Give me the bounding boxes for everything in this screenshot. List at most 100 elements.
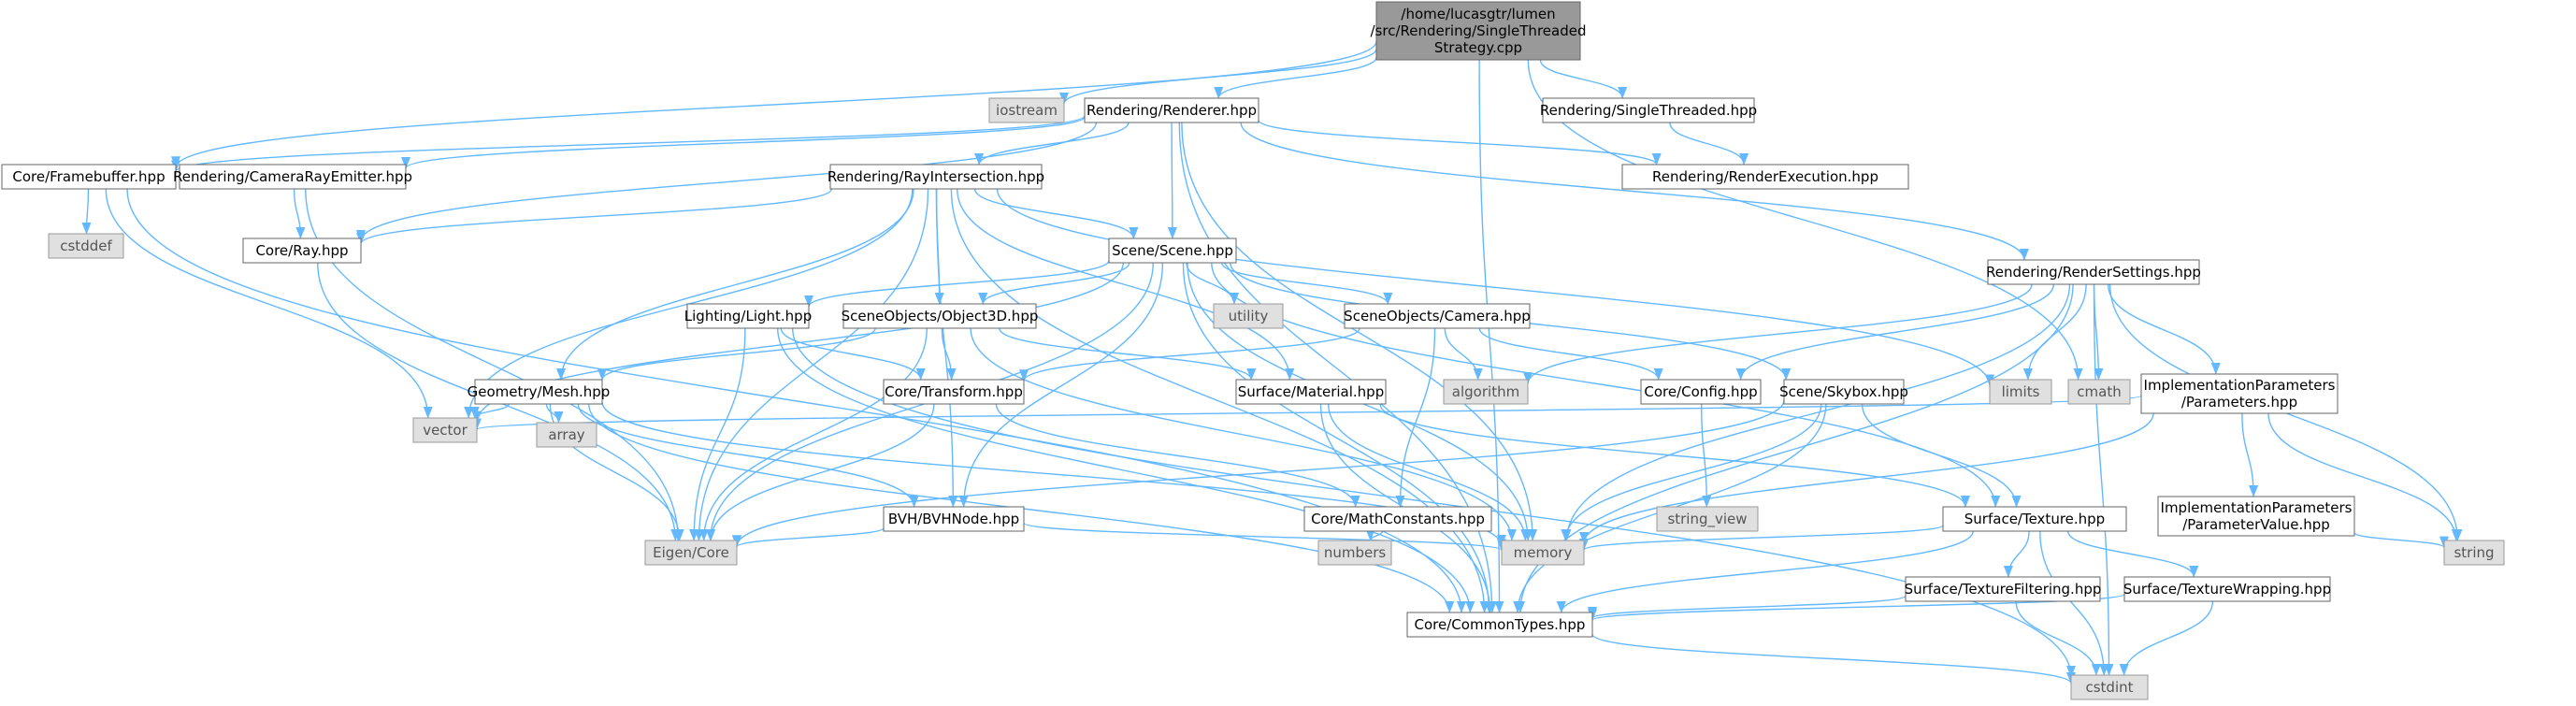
node-label-root-2: Strategy.cpp: [1434, 39, 1522, 56]
edge-rayintersection-to-ray: [356, 188, 833, 245]
edge-light-to-cstdint: [792, 327, 2076, 678]
edge-root-to-singlethreaded: [1539, 59, 1628, 99]
node-label-camera-0: SceneObjects/Camera.hpp: [1344, 308, 1531, 324]
edge-mesh-to-vector: [469, 403, 510, 419]
edge-object3d-to-memory: [970, 327, 1517, 541]
node-eigen: Eigen/Core: [644, 540, 738, 566]
node-renderexecution[interactable]: Rendering/RenderExecution.hpp: [1621, 164, 1909, 190]
node-root[interactable]: /home/lucasgtr/lumen/src/Rendering/Singl…: [1371, 1, 1587, 61]
node-cmath: cmath: [2067, 379, 2131, 405]
edge-object3d-to-mesh: [597, 327, 876, 381]
node-parameters[interactable]: ImplementationParameters/Parameters.hpp: [2140, 373, 2339, 414]
edge-light-to-eigen: [689, 327, 746, 541]
edge-cameraray-to-ray: [293, 188, 306, 239]
node-rendersettings[interactable]: Rendering/RenderSettings.hpp: [1986, 259, 2201, 285]
node-texwrapping[interactable]: Surface/TextureWrapping.hpp: [2123, 576, 2331, 602]
node-rayintersection[interactable]: Rendering/RayIntersection.hpp: [827, 164, 1044, 190]
edge-camera-to-algorithm: [1444, 327, 1483, 381]
node-box-vector: [412, 417, 478, 443]
node-label-singlethreaded-0: Rendering/SingleThreaded.hpp: [1540, 102, 1757, 119]
edge-root-to-renderer: [1214, 56, 1377, 99]
edge-framebuffer-to-cstddef: [81, 188, 92, 235]
node-box-config: [1640, 379, 1762, 405]
node-label-commontypes-0: Core/CommonTypes.hpp: [1415, 616, 1586, 633]
node-label-scene-0: Scene/Scene.hpp: [1112, 242, 1233, 259]
edge-rendersettings-to-parameters: [2107, 283, 2221, 375]
node-box-limits: [1989, 379, 2052, 405]
node-label-array-0: array: [548, 426, 584, 443]
edge-root-to-framebuffer: [171, 41, 1377, 168]
node-light[interactable]: Lighting/Light.hpp: [684, 303, 812, 329]
node-config[interactable]: Core/Config.hpp: [1640, 379, 1762, 405]
node-mesh[interactable]: Geometry/Mesh.hpp: [468, 379, 611, 405]
edge-object3d-to-material: [999, 327, 1257, 381]
node-box-mesh: [474, 379, 603, 405]
node-box-camera: [1344, 303, 1531, 329]
node-renderer[interactable]: Rendering/Renderer.hpp: [1084, 97, 1259, 123]
node-transform[interactable]: Core/Transform.hpp: [883, 379, 1025, 405]
node-label-root-0: /home/lucasgtr/lumen: [1401, 6, 1555, 22]
node-string_view: string_view: [1656, 506, 1759, 532]
edge-skybox-to-texture: [1861, 403, 2022, 508]
node-label-bvhnode-0: BVH/BVHNode.hpp: [888, 511, 1019, 527]
node-cameraray[interactable]: Rendering/CameraRayEmitter.hpp: [173, 164, 412, 190]
node-box-cstddef: [48, 233, 124, 259]
node-ray[interactable]: Core/Ray.hpp: [242, 238, 362, 264]
node-scene[interactable]: Scene/Scene.hpp: [1108, 238, 1237, 264]
edge-bvhnode-to-memory: [1023, 522, 1506, 552]
node-texfiltering[interactable]: Surface/TextureFiltering.hpp: [1905, 576, 2102, 602]
node-camera[interactable]: SceneObjects/Camera.hpp: [1344, 303, 1531, 329]
edge-texfiltering-to-commontypes: [1588, 595, 1907, 619]
node-box-object3d: [842, 303, 1037, 329]
node-texture[interactable]: Surface/Texture.hpp: [1942, 506, 2127, 532]
node-parametervalue[interactable]: ImplementationParameters/ParameterValue.…: [2157, 496, 2355, 537]
edge-texture-to-commontypes: [1556, 530, 1974, 613]
edge-rayintersection-to-commontypes: [950, 188, 1489, 613]
node-label-utility-0: utility: [1229, 308, 1269, 324]
edge-parameters-to-string: [2267, 412, 2461, 541]
edges-layer: [81, 41, 2463, 684]
edge-texture-to-cstdint: [2039, 530, 2109, 676]
node-box-scene: [1108, 238, 1237, 264]
edge-singlethreaded-to-renderexecution: [1669, 122, 1749, 166]
edge-rendersettings-to-cstdint: [2093, 283, 2114, 676]
edge-framebuffer-to-vector: [105, 188, 433, 419]
node-commontypes[interactable]: Core/CommonTypes.hpp: [1406, 612, 1593, 638]
edge-texwrapping-to-cstdint: [2119, 600, 2214, 676]
edge-rayintersection-to-limits: [996, 188, 1994, 387]
node-label-renderexecution-0: Rendering/RenderExecution.hpp: [1652, 168, 1878, 185]
node-label-algorithm-0: algorithm: [1452, 383, 1519, 400]
node-label-numbers-0: numbers: [1324, 544, 1387, 561]
node-box-string_view: [1656, 506, 1759, 532]
edge-scene-to-object3d: [978, 262, 1130, 305]
node-framebuffer[interactable]: Core/Framebuffer.hpp: [1, 164, 177, 190]
node-mathconstants[interactable]: Core/MathConstants.hpp: [1303, 506, 1492, 532]
edge-skybox-to-memory: [1561, 403, 1822, 541]
node-iostream: iostream: [988, 97, 1065, 123]
node-limits: limits: [1989, 379, 2052, 405]
node-label-rayintersection-0: Rendering/RayIntersection.hpp: [827, 168, 1044, 185]
node-box-renderer: [1084, 97, 1259, 123]
edge-texture-to-texfiltering: [2003, 530, 2030, 578]
edge-scene-to-camera: [1220, 262, 1393, 305]
node-array: array: [536, 422, 597, 448]
node-material[interactable]: Surface/Material.hpp: [1235, 379, 1387, 405]
node-memory: memory: [1501, 540, 1585, 566]
node-label-iostream-0: iostream: [996, 102, 1058, 119]
node-box-algorithm: [1443, 379, 1529, 405]
node-singlethreaded[interactable]: Rendering/SingleThreaded.hpp: [1540, 97, 1757, 123]
edge-commontypes-to-cstdint: [1591, 633, 2076, 684]
node-bvhnode[interactable]: BVH/BVHNode.hpp: [883, 506, 1025, 532]
node-cstddef: cstddef: [48, 233, 124, 259]
node-cstdint: cstdint: [2070, 674, 2149, 700]
edge-skybox-to-eigen: [732, 399, 1785, 547]
node-skybox[interactable]: Scene/Skybox.hpp: [1779, 379, 1908, 405]
node-box-bvhnode: [883, 506, 1025, 532]
node-object3d[interactable]: SceneObjects/Object3D.hpp: [842, 303, 1039, 329]
edge-renderer-to-renderexecution: [1258, 119, 1662, 166]
edge-object3d-to-transform: [941, 327, 957, 381]
edge-material-to-texture: [1379, 403, 1970, 508]
node-box-utility: [1213, 303, 1284, 329]
node-utility: utility: [1213, 303, 1284, 329]
